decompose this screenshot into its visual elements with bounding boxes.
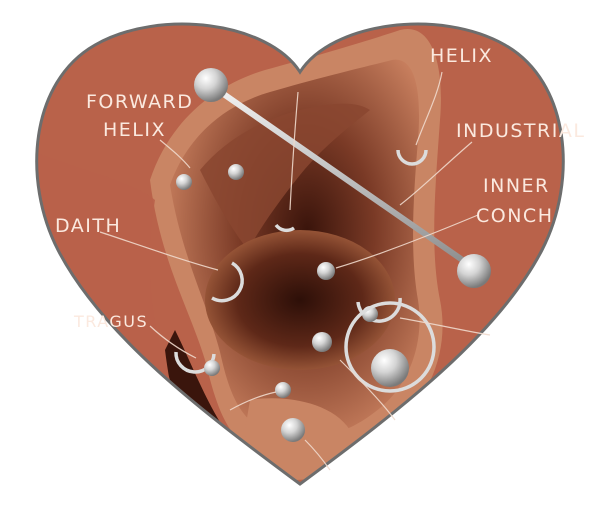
forward-helix-stud-1 — [176, 174, 192, 190]
label-tragus: TRAGUS — [73, 312, 148, 331]
leader-lines — [99, 71, 491, 471]
rook-ring — [274, 223, 296, 233]
heart-outline — [35, 22, 565, 486]
labels: HELIX FORWARD HELIX INDUSTRIAL INNER CON… — [55, 45, 585, 331]
inner-conch-stud — [317, 262, 335, 280]
label-inner-conch-line2: CONCH — [476, 205, 554, 227]
label-forward-helix-line1: FORWARD — [86, 91, 193, 113]
lobe-stud-upper — [275, 382, 291, 398]
label-industrial: INDUSTRIAL — [456, 120, 585, 142]
industrial-barbell — [194, 68, 491, 288]
forward-helix-stud-2 — [228, 164, 244, 180]
daith-ring — [211, 261, 244, 303]
tragus-ball — [204, 360, 220, 376]
label-inner-conch-line1: INNER — [483, 175, 550, 197]
helix-ring — [396, 149, 428, 166]
outer-conch-ring — [344, 301, 436, 393]
snug-ring — [356, 297, 402, 323]
label-forward-helix-line2: HELIX — [103, 119, 166, 141]
antitragus-stud — [312, 332, 332, 352]
label-daith: DAITH — [55, 215, 121, 237]
label-helix: HELIX — [430, 45, 493, 67]
outer-conch-ball — [371, 349, 409, 387]
lobe-stud-lower — [281, 418, 305, 442]
